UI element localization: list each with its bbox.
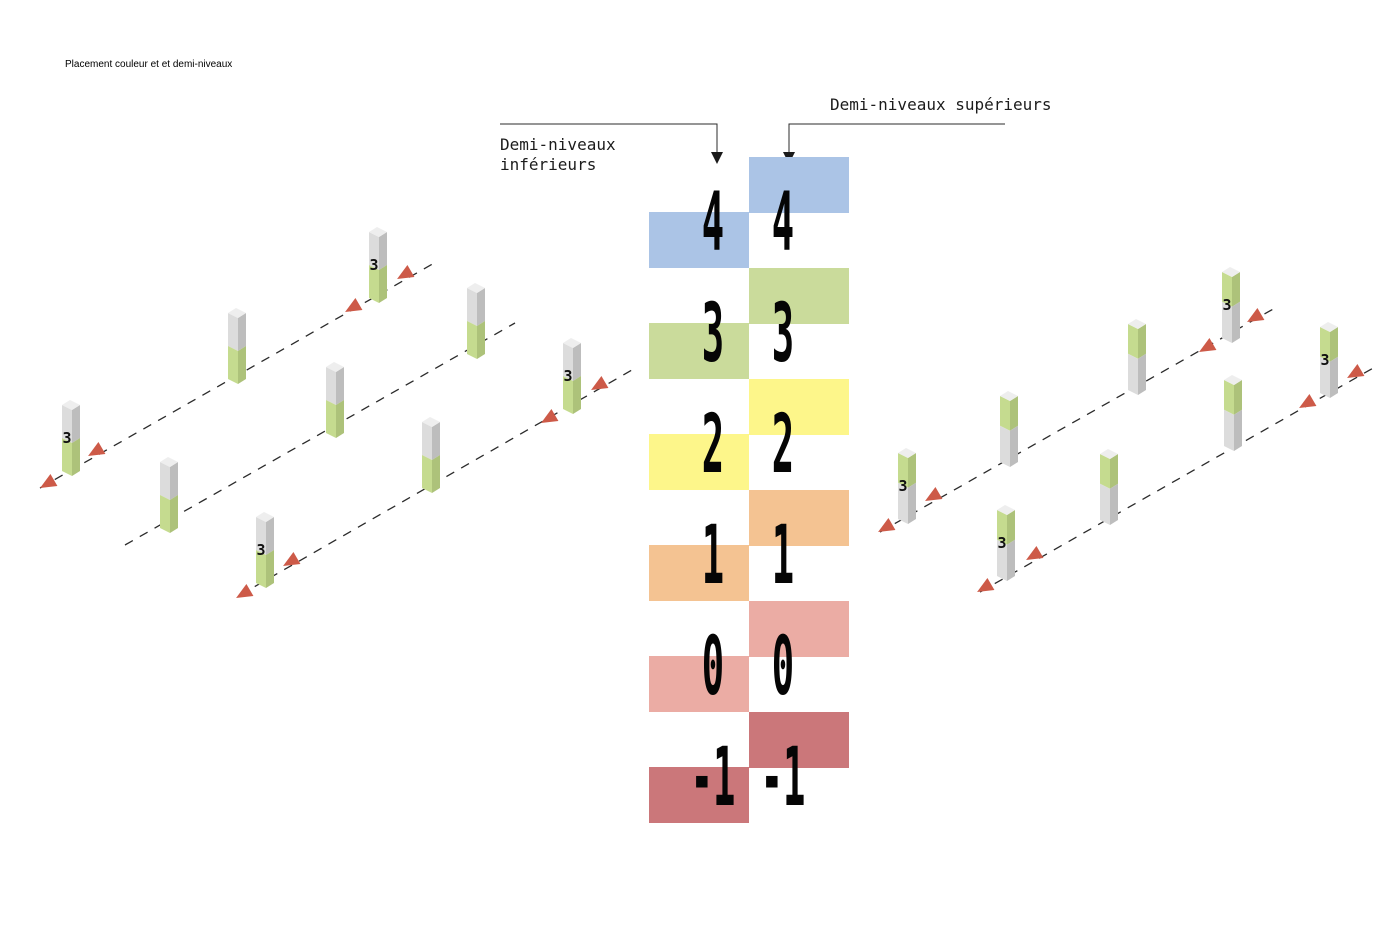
post <box>467 283 485 359</box>
flow-arrow-icon <box>88 441 106 456</box>
numbered-post: 3 <box>997 505 1015 581</box>
lower-level-number: 1 <box>702 508 724 602</box>
numbered-post: 3 <box>1320 322 1338 398</box>
upper-level-block-2 <box>749 379 849 435</box>
lower-level-number: 0 <box>702 619 724 713</box>
lower-level-number: 3 <box>702 286 724 380</box>
post <box>228 308 246 384</box>
upper-level-number: 1 <box>772 508 794 602</box>
upper-level-block-3 <box>749 268 849 324</box>
post-number: 3 <box>898 477 907 495</box>
flow-arrow-icon <box>1347 363 1365 378</box>
flow-arrow-icon <box>236 583 254 598</box>
lower-level-block-3 <box>649 323 749 379</box>
lower-level-block-1 <box>649 545 749 601</box>
upper-level-number: 0 <box>772 619 794 713</box>
post <box>422 417 440 493</box>
flow-arrow-icon <box>591 375 609 390</box>
upper-level-block-0 <box>749 601 849 657</box>
post <box>1000 391 1018 467</box>
label-lower-half-levels-2: inférieurs <box>500 155 596 174</box>
flow-arrow-icon <box>541 408 559 423</box>
numbered-post: 3 <box>563 338 581 414</box>
label-upper-half-levels: Demi-niveaux supérieurs <box>830 95 1052 114</box>
legend-lower: Demi-niveaux inférieurs <box>500 123 723 174</box>
upper-level-block--1 <box>749 712 849 768</box>
legend-upper: Demi-niveaux supérieurs <box>783 95 1052 164</box>
post <box>160 457 178 533</box>
post-number: 3 <box>997 534 1006 552</box>
upper-level-number: -1 <box>761 730 806 824</box>
lower-level-block-2 <box>649 434 749 490</box>
post-number: 3 <box>1222 296 1231 314</box>
lower-arrow-head <box>711 152 723 164</box>
upper-level-number: 3 <box>772 286 794 380</box>
upper-level-block-4 <box>749 157 849 213</box>
flow-arrow-icon <box>283 551 301 566</box>
post-number: 3 <box>369 256 378 274</box>
upper-level-block-1 <box>749 490 849 546</box>
post-number: 3 <box>563 367 572 385</box>
flow-arrow-icon <box>1199 337 1217 352</box>
left-post-group: 3 3 3 3 <box>39 227 633 598</box>
numbered-post: 3 <box>1222 267 1240 343</box>
flow-arrow-icon <box>397 264 415 279</box>
lower-level-block-0 <box>649 656 749 712</box>
flow-arrow-icon <box>977 577 995 592</box>
lower-leader-line <box>500 123 718 158</box>
page-title: Placement couleur et et demi-niveaux <box>65 59 232 70</box>
lower-level-number: -1 <box>691 730 736 824</box>
upper-level-number: 4 <box>772 175 794 269</box>
lower-level-number: 4 <box>702 175 724 269</box>
flow-arrow-icon <box>1026 545 1044 560</box>
lower-level-number: 2 <box>702 397 724 491</box>
post <box>326 362 344 438</box>
numbered-post: 3 <box>898 448 916 524</box>
post <box>1100 449 1118 525</box>
post <box>1128 319 1146 395</box>
post-number: 3 <box>256 541 265 559</box>
lower-level-block--1 <box>649 767 749 823</box>
upper-level-number: 2 <box>772 397 794 491</box>
flow-arrow-icon <box>925 486 943 501</box>
post <box>1224 375 1242 451</box>
flow-arrow-icon <box>1299 393 1317 408</box>
right-post-group: 3 3 3 3 <box>878 267 1376 593</box>
numbered-post: 3 <box>369 227 387 303</box>
dashed-path-line <box>124 322 516 546</box>
post-number: 3 <box>1320 351 1329 369</box>
upper-leader-line <box>788 123 1005 158</box>
flow-arrow-icon <box>878 517 896 532</box>
numbered-post: 3 <box>256 512 274 588</box>
post-number: 3 <box>62 429 71 447</box>
label-lower-half-levels-1: Demi-niveaux <box>500 135 616 154</box>
flow-arrow-icon <box>40 473 58 488</box>
flow-arrow-icon <box>1247 307 1265 322</box>
lower-level-block-4 <box>649 212 749 268</box>
flow-arrow-icon <box>345 297 363 312</box>
numbered-post: 3 <box>62 400 80 476</box>
